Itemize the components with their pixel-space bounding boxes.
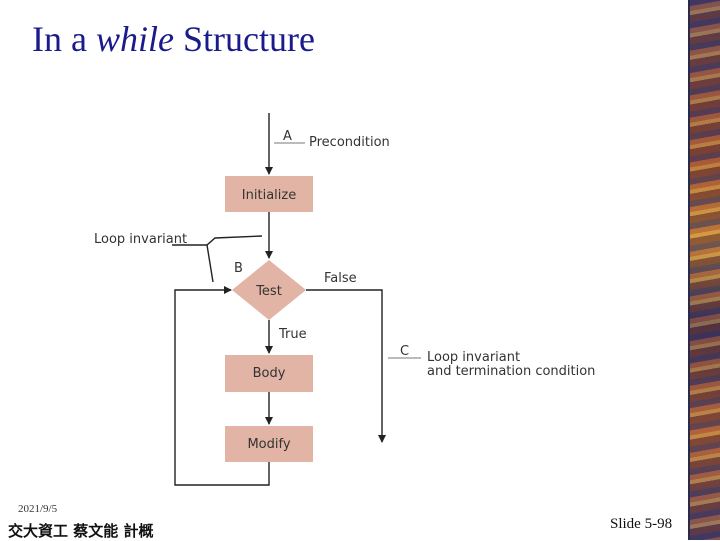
initialize-box	[225, 176, 313, 212]
slide-number: Slide 5-98	[610, 516, 673, 532]
invariant-pointer-a	[206, 235, 263, 246]
slide-title: In a while Structure	[32, 18, 315, 60]
label-precondition: Precondition	[309, 135, 390, 150]
decorative-side-strip	[690, 0, 720, 540]
slide-date: 2021/9/5	[18, 503, 58, 515]
body-box	[225, 355, 313, 392]
label-false: False	[324, 271, 357, 286]
label-point-b: B	[234, 261, 243, 276]
title-prefix: In a	[32, 19, 96, 59]
invariant-pointer-b	[172, 244, 214, 283]
label-point-a: A	[283, 129, 292, 144]
label-loop-invariant: Loop invariant	[94, 232, 187, 247]
title-suffix: Structure	[173, 19, 315, 59]
while-flowchart: A Precondition Initialize Loop invariant…	[94, 113, 595, 486]
label-termination-line2: and termination condition	[427, 364, 595, 379]
label-true: True	[278, 327, 307, 342]
modify-box	[225, 426, 313, 462]
slide-footer-author: 交大資工 蔡文能 計概	[8, 522, 154, 540]
label-termination-line1: Loop invariant	[427, 350, 520, 365]
label-test: Test	[255, 284, 282, 299]
side-strip-edge	[688, 0, 691, 540]
title-keyword: while	[95, 19, 174, 59]
label-modify: Modify	[247, 437, 290, 452]
false-exit-arrow	[306, 289, 386, 443]
label-initialize: Initialize	[242, 188, 296, 203]
test-diamond	[232, 260, 306, 320]
loop-back-arrow	[174, 286, 270, 486]
label-point-c: C	[400, 344, 409, 359]
label-body: Body	[253, 366, 286, 381]
